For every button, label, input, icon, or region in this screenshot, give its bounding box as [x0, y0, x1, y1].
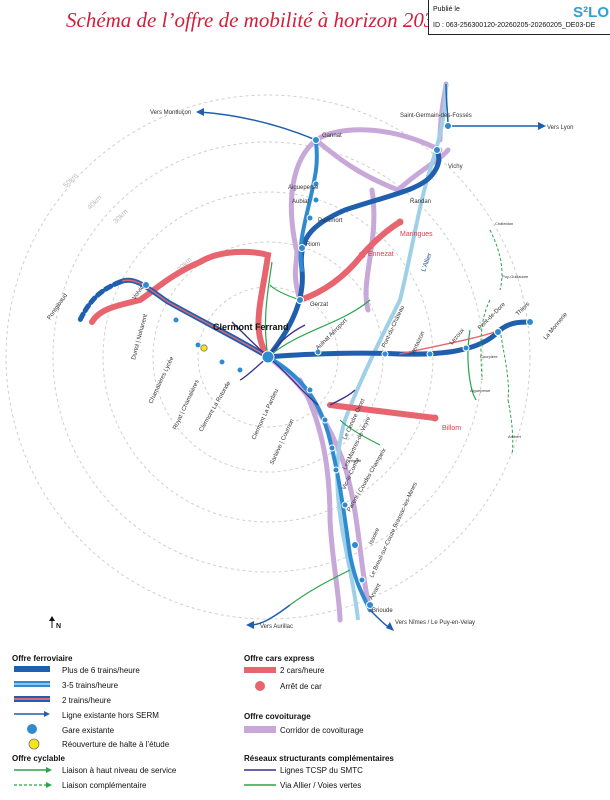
allier-river	[335, 83, 448, 621]
label-thiers: Thiers	[515, 301, 531, 317]
ring-label-50: 50km	[62, 172, 79, 189]
label-royat: Royat | Chamalières	[172, 379, 200, 431]
label-perignat: Pérignat	[346, 458, 362, 463]
label-allier: L'Allier	[420, 251, 433, 272]
place-labels: Vers Montluçon Vers Lyon Vers Aurillac V…	[47, 110, 574, 630]
north-arrow-icon: N	[49, 616, 61, 630]
label-issoire: Issoire	[368, 527, 381, 546]
cycle-links	[264, 261, 477, 606]
label-clermont: Clermont Ferrand	[213, 322, 289, 332]
legend-cars-item-0: 2 cars/heure	[280, 666, 325, 675]
legend-covoit-item-0: Corridor de covoiturage	[280, 726, 364, 735]
legend-cars-symbols	[244, 667, 276, 691]
label-chamalieres: Chamalières Lycée	[148, 355, 175, 404]
label-rotonde: Clermont La Rotonde	[199, 380, 233, 433]
rail-mid-frequency	[266, 138, 372, 612]
label-pontmort: Pontmort	[318, 218, 343, 224]
legend-cars-item-1: Arrêt de car	[280, 682, 322, 691]
label-clermontpardieu: Clermont La Pardieu	[251, 388, 280, 440]
dest-montlucon: Vers Montluçon	[150, 110, 191, 116]
label-billom: Billom	[442, 425, 461, 432]
label-maringues: Maringues	[400, 231, 433, 238]
stamp-id: ID : 063-256300120-20260205-20260205_DE0…	[433, 22, 596, 29]
legend-rail-item-1: 3-5 trains/heure	[62, 681, 119, 690]
stations	[142, 122, 534, 609]
mobility-map: 50km 40km 30km 20km	[5, 81, 574, 631]
stamp-published: Publié le	[433, 6, 460, 13]
legend-covoit-symbol	[244, 726, 276, 733]
label-pontgibaud: Pontgibaud	[47, 293, 69, 321]
legend-reopening-symbol	[28, 738, 40, 750]
legend-rail-item-3: Ligne existante hors SERM	[62, 711, 159, 720]
label-sgdf: Saint-Germain-des-Fossés	[400, 113, 472, 119]
dest-aurillac: Vers Aurillac	[260, 624, 293, 630]
car-stops	[358, 218, 439, 422]
label-ennezat: Ennezat	[368, 251, 394, 258]
reopening-halt	[200, 344, 208, 352]
label-chatelor: Châteldon	[495, 221, 513, 226]
cycle-links-secondary	[480, 229, 514, 456]
label-durtol: Durtol | Nohanent	[131, 313, 149, 360]
ring-label-30: 30km	[112, 208, 129, 225]
label-puyguillaume: Puy-Guillaume	[502, 274, 529, 279]
label-brioude: Brioude	[372, 608, 393, 614]
legend-cycle-heading: Offre cyclable	[12, 754, 65, 763]
label-aigueperse2: Aigueperse	[470, 388, 491, 393]
legend: Offre ferroviaire Plus de 6 trains/heure…	[0, 652, 610, 800]
legend-cycle-item-1: Liaison complémentaire	[62, 781, 147, 790]
label-vichy: Vichy	[448, 164, 463, 170]
label-courpiere: Courpière	[480, 354, 498, 359]
stamp-logo: S²LO	[573, 4, 609, 21]
label-gerzat: Gerzat	[310, 302, 328, 308]
legend-networks-item-0: Lignes TCSP du SMTC	[280, 766, 363, 775]
label-aigueperse: Aigueperse	[288, 185, 319, 191]
legend-rail-item-0: Plus de 6 trains/heure	[62, 666, 140, 675]
legend-cycle-symbols	[14, 767, 52, 788]
rail-high-frequency	[265, 147, 533, 360]
legend-rail-item-2: 2 trains/heure	[62, 696, 111, 705]
label-riom: Riom	[306, 242, 320, 248]
legend-networks-heading: Réseaux structurants complémentaires	[244, 754, 394, 763]
legend-rail-item-5: Réouverture de halte à l’étude	[62, 740, 170, 749]
dest-lyon: Vers Lyon	[547, 125, 573, 131]
legend-networks-symbols	[244, 769, 276, 786]
label-arvant: Arvant	[369, 583, 383, 601]
svg-text:N: N	[56, 623, 61, 630]
label-ambert: Ambert	[508, 434, 522, 439]
legend-cars-heading: Offre cars express	[244, 654, 315, 663]
arrow-heads	[196, 108, 546, 631]
label-gannat: Gannat	[322, 133, 342, 139]
label-aubiat: Aubiat	[292, 199, 309, 205]
label-lezoux: Lezoux	[449, 328, 466, 347]
rail-low-frequency	[77, 277, 501, 360]
legend-rail-symbols	[14, 666, 50, 734]
label-sarlieve: Sarliève | Cournon	[269, 418, 295, 465]
legend-covoit-heading: Offre covoiturage	[244, 712, 311, 721]
legend-rail-heading: Offre ferroviaire	[12, 654, 73, 663]
page-title: Schéma de l’offre de mobilité à horizon …	[66, 8, 445, 32]
dest-nimes: Vers Nîmes / Le Puy-en-Velay	[395, 620, 475, 626]
distance-rings	[5, 94, 531, 620]
legend-rail-item-4: Gare existante	[62, 726, 115, 735]
label-lamonnerie: La Monnerie	[543, 311, 569, 341]
rail-existing-outside	[199, 83, 540, 629]
legend-networks-item-1: Via Allier / Voies vertes	[280, 781, 362, 790]
tcsp-lines	[231, 321, 356, 406]
legend-cycle-item-0: Liaison à haut niveau de service	[62, 766, 177, 775]
ring-label-40: 40km	[86, 194, 103, 211]
publication-stamp: Publié le ID : 063-256300120-20260205-20…	[428, 0, 610, 35]
label-randan: Randan	[410, 199, 431, 205]
